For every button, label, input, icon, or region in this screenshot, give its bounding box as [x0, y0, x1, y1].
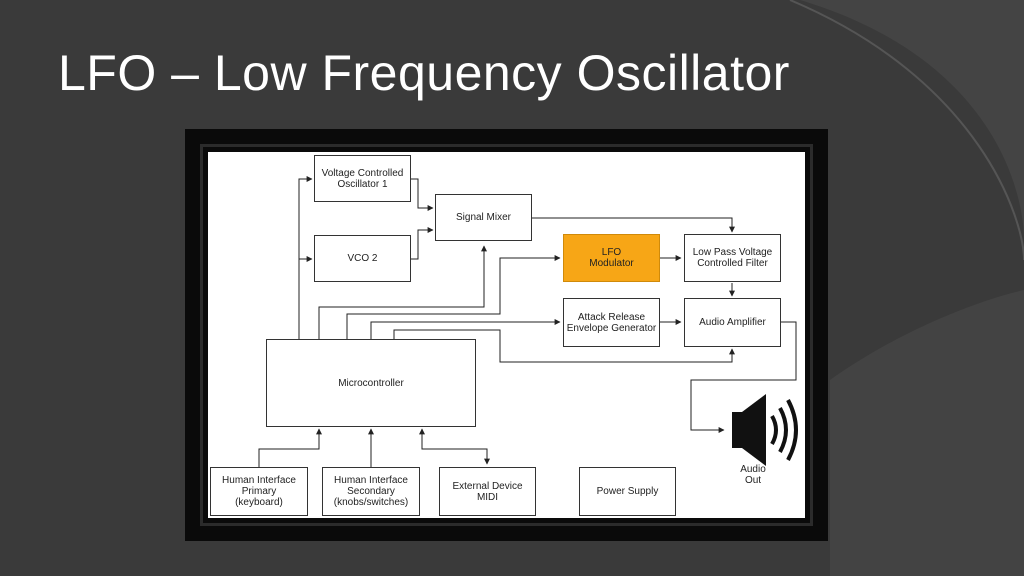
- block-human-interface-secondary: Human Interface Secondary (knobs/switche…: [322, 467, 420, 516]
- block-low-pass-filter: Low Pass Voltage Controlled Filter: [684, 234, 781, 282]
- block-vco2: VCO 2: [314, 235, 411, 282]
- block-lfo-modulator: LFO Modulator: [563, 234, 660, 282]
- block-signal-mixer: Signal Mixer: [435, 194, 532, 241]
- block-microcontroller: Microcontroller: [266, 339, 476, 427]
- block-external-midi: External Device MIDI: [439, 467, 536, 516]
- block-human-interface-primary: Human Interface Primary (keyboard): [210, 467, 308, 516]
- block-vco1: Voltage Controlled Oscillator 1: [314, 155, 411, 202]
- block-power-supply: Power Supply: [579, 467, 676, 516]
- slide-title: LFO – Low Frequency Oscillator: [58, 45, 790, 101]
- block-envelope-generator: Attack Release Envelope Generator: [563, 298, 660, 347]
- audio-out-label: Audio Out: [740, 464, 766, 486]
- block-audio-amplifier: Audio Amplifier: [684, 298, 781, 347]
